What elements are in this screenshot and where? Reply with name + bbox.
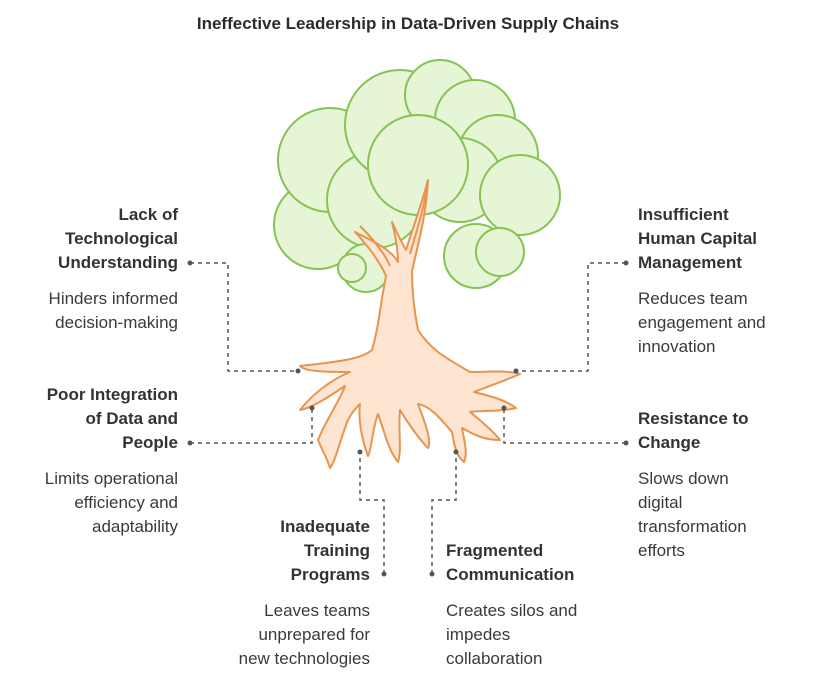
connector-fragmented-comm bbox=[431, 452, 457, 574]
diagram-title: Ineffective Leadership in Data-Driven Su… bbox=[196, 14, 620, 33]
connectors bbox=[190, 262, 626, 574]
connector-insufficient-hcm bbox=[516, 262, 626, 372]
item-poor-integration-of-data-and-people: Poor Integration of Data and People Limi… bbox=[45, 383, 178, 539]
item-resistance-to-change: Resistance to Change Slows down digital … bbox=[638, 407, 749, 563]
item-heading: Lack of Technological Understanding bbox=[58, 205, 178, 272]
connector-dots bbox=[187, 260, 629, 577]
item-description: Slows down digital transformation effort… bbox=[638, 469, 747, 560]
item-description: Limits operational efficiency and adapta… bbox=[44, 469, 178, 536]
connector-lack-of-tech bbox=[190, 262, 298, 372]
item-description: Creates silos and impedes collaboration bbox=[446, 601, 578, 668]
item-heading: Resistance to Change bbox=[638, 409, 749, 452]
item-heading: Fragmented Communication bbox=[446, 541, 575, 584]
tree-canopy bbox=[273, 59, 561, 293]
connector-resistance bbox=[503, 408, 626, 444]
connector-poor-integration bbox=[190, 408, 313, 444]
item-fragmented-communication: Fragmented Communication Creates silos a… bbox=[446, 539, 577, 671]
item-description: Reduces team engagement and innovation bbox=[638, 289, 766, 356]
item-lack-of-technological-understanding: Lack of Technological Understanding Hind… bbox=[49, 203, 178, 335]
tree-trunk bbox=[299, 179, 521, 469]
item-description: Hinders informed decision-making bbox=[48, 289, 178, 332]
item-heading: Poor Integration of Data and People bbox=[46, 385, 178, 452]
item-heading: Insufficient Human Capital Management bbox=[638, 205, 758, 272]
item-description: Leaves teams unprepared for new technolo… bbox=[238, 601, 370, 668]
item-heading: Inadequate Training Programs bbox=[280, 517, 370, 584]
connector-inadequate-training bbox=[359, 452, 385, 574]
item-inadequate-training-programs: Inadequate Training Programs Leaves team… bbox=[239, 515, 370, 671]
item-insufficient-human-capital-management: Insufficient Human Capital Management Re… bbox=[638, 203, 766, 359]
